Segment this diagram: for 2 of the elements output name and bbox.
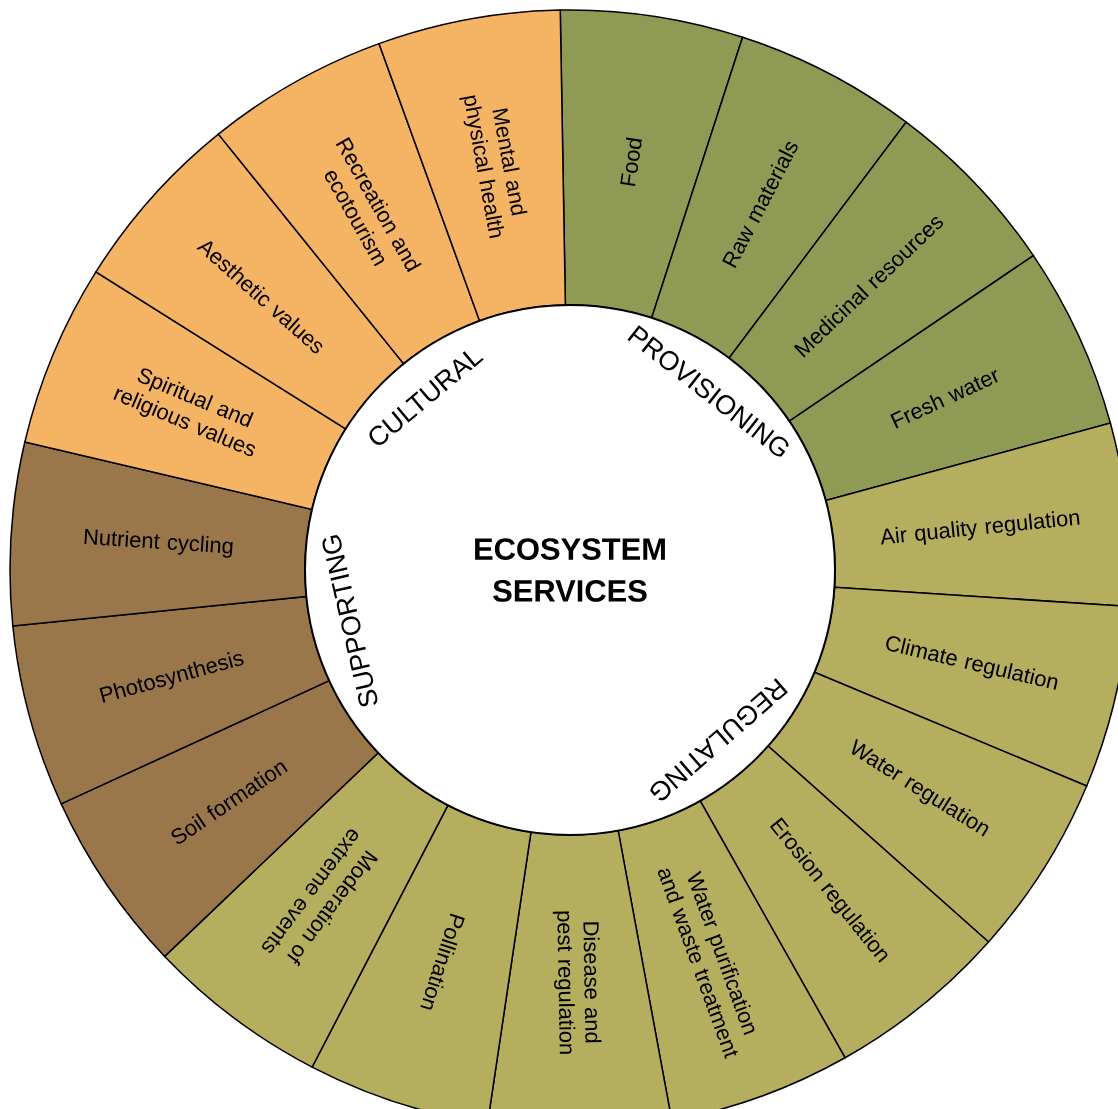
node-label: Disease and pest regulation [552, 911, 602, 1054]
node-label: Air quality regulation [881, 511, 1080, 545]
